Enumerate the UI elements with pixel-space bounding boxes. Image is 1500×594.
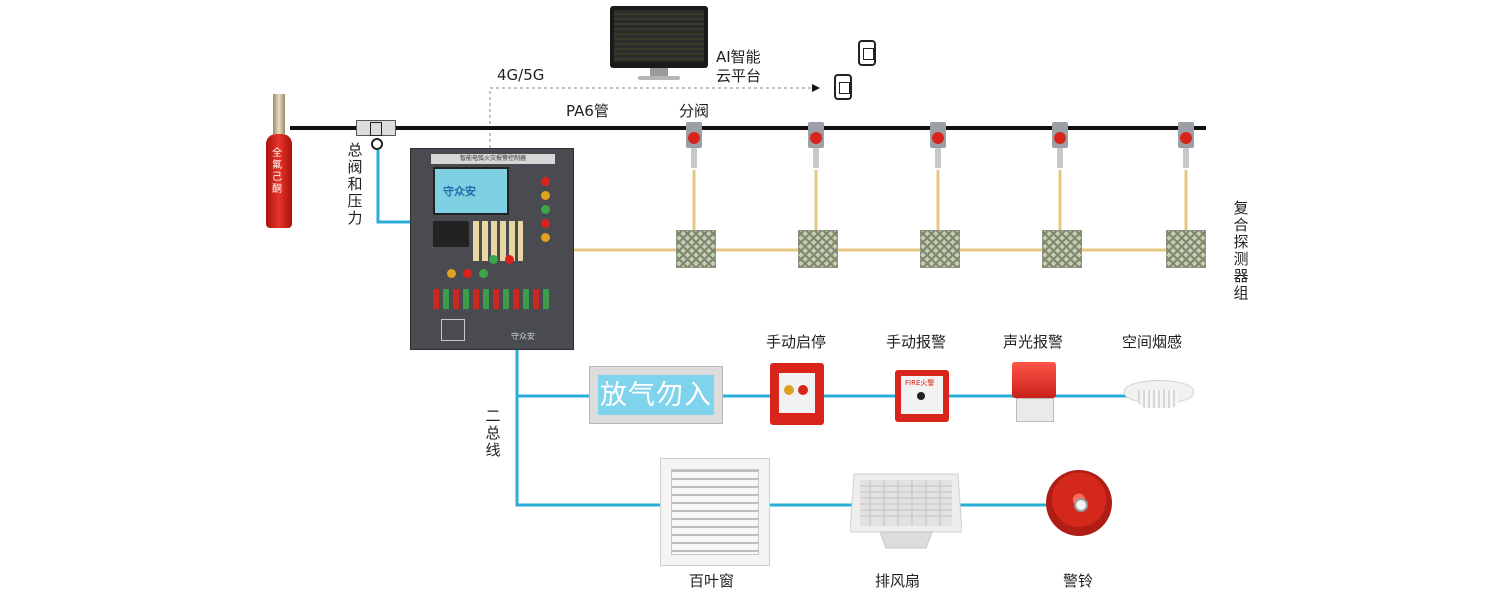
- panel-button-1: [541, 177, 550, 186]
- cloud-label: AI智能 云平台: [716, 48, 762, 85]
- panel-indicator-row: [433, 289, 553, 309]
- alarm-bell-label: 警铃: [1063, 572, 1094, 590]
- branch-valve-1: [684, 122, 704, 168]
- network-link: [489, 87, 812, 148]
- branch-valve-2: [806, 122, 826, 168]
- network-label: 4G/5G: [497, 66, 545, 84]
- branch-valve-5: [1176, 122, 1196, 168]
- panel-button-7: [505, 255, 514, 264]
- sign-text: 放气勿入: [598, 375, 714, 415]
- panel-button-4: [541, 219, 550, 228]
- control-panel: 智能电弧火灾报警控制器 守众安 守众安: [410, 148, 574, 350]
- panel-button-6: [489, 255, 498, 264]
- pipe-label: PA6管: [566, 102, 609, 120]
- phone-icon: [858, 40, 876, 66]
- panel-button-3: [541, 205, 550, 214]
- smoke-sensor-device: [1124, 374, 1194, 412]
- printer-icon: [433, 221, 469, 247]
- monitor-icon: [610, 6, 708, 82]
- manual-start-stop-label: 手动启停: [766, 333, 827, 351]
- composite-detector-5: [1166, 230, 1206, 268]
- louver-device: [660, 458, 770, 566]
- pressure-gauge-icon: [371, 138, 383, 150]
- bus-label: 二总线: [485, 407, 501, 459]
- sound-light-alarm-label: 声光报警: [1003, 333, 1064, 351]
- cylinder-label: 全氟己酮: [272, 148, 282, 195]
- network-arrow: [812, 84, 820, 92]
- exhaust-fan-device: [850, 473, 962, 549]
- alarm-bell-device: [1046, 470, 1112, 536]
- manual-start-stop-device: [770, 363, 824, 425]
- main-valve: [356, 118, 396, 152]
- manual-alarm-device: FIRE火警: [895, 370, 949, 422]
- phone-icon-2: [834, 74, 852, 100]
- main-valve-label: 总阀和压力: [347, 141, 363, 227]
- panel-bracket-icon: [441, 319, 465, 341]
- detector-group-label: 复合探测器组: [1233, 199, 1249, 302]
- smoke-sensor-label: 空间烟感: [1122, 333, 1183, 351]
- panel-keypad: [473, 221, 523, 261]
- composite-detector-1: [676, 230, 716, 268]
- panel-screen: 守众安: [433, 167, 509, 215]
- manual-alarm-label: 手动报警: [886, 333, 947, 351]
- manual-alarm-text: FIRE火警: [905, 379, 935, 387]
- panel-button-2: [541, 191, 550, 200]
- panel-button-10: [479, 269, 488, 278]
- no-entry-sign: 放气勿入: [589, 366, 723, 424]
- sound-light-alarm-device: [1012, 362, 1056, 422]
- composite-detector-2: [798, 230, 838, 268]
- detector-wires: [574, 170, 1190, 252]
- branch-valve-3: [928, 122, 948, 168]
- composite-detector-4: [1042, 230, 1082, 268]
- panel-button-9: [463, 269, 472, 278]
- panel-button-5: [541, 233, 550, 242]
- panel-title: 智能电弧火灾报警控制器: [431, 154, 555, 164]
- branch-valve-4: [1050, 122, 1070, 168]
- panel-screen-brand: 守众安: [443, 185, 476, 198]
- louver-label: 百叶窗: [689, 572, 735, 590]
- panel-brand: 守众安: [511, 332, 535, 341]
- exhaust-fan-label: 排风扇: [875, 572, 921, 590]
- extinguisher-cylinder: 全氟己酮: [264, 94, 294, 228]
- branch-valve-label: 分阀: [679, 102, 710, 120]
- composite-detector-3: [920, 230, 960, 268]
- panel-button-8: [447, 269, 456, 278]
